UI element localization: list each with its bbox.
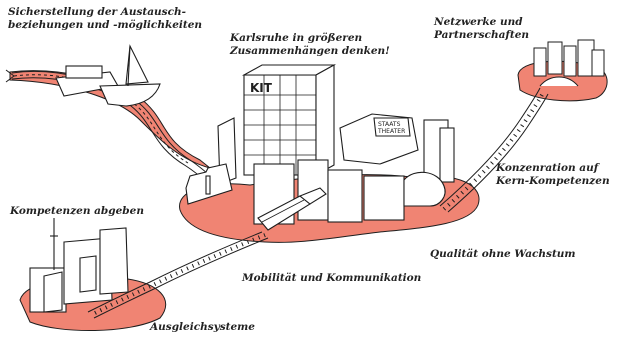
network-cluster bbox=[533, 39, 605, 87]
railway-left bbox=[87, 231, 269, 319]
label-austausch-line2: beziehungen und -möglichkeiten bbox=[8, 19, 203, 31]
train bbox=[257, 187, 327, 231]
label-austausch-line1: Sicherstellung der Austausch- bbox=[8, 6, 186, 18]
sailboat-hull bbox=[99, 83, 161, 107]
label-karlsruhe-line2: Zusammenhängen denken! bbox=[230, 45, 390, 57]
railway-right bbox=[439, 87, 549, 213]
label-konzentration-line2: Kern-Kompetenzen bbox=[496, 175, 610, 187]
label-netzwerke: Netzwerke und Partnerschaften bbox=[434, 16, 529, 42]
kit-sign: KIT bbox=[250, 81, 273, 95]
label-konzentration: Konzenration auf Kern-Kompetenzen bbox=[496, 162, 610, 188]
label-konzentration-line1: Konzenration auf bbox=[496, 162, 599, 174]
staatstheater-sign-line1: STAATS bbox=[378, 121, 401, 128]
compensation-city bbox=[29, 218, 129, 313]
central-city bbox=[185, 64, 455, 225]
label-karlsruhe: Karlsruhe in größeren Zusammenhängen den… bbox=[230, 32, 390, 58]
label-mobilitaet: Mobilität und Kommunikation bbox=[242, 272, 422, 284]
label-austausch: Sicherstellung der Austausch- beziehunge… bbox=[8, 6, 202, 32]
label-karlsruhe-line1: Karlsruhe in größeren bbox=[230, 32, 363, 44]
label-ausgleich: Ausgleichsysteme bbox=[150, 321, 255, 333]
boats bbox=[55, 44, 161, 107]
label-kompetenzen: Kompetenzen abgeben bbox=[10, 205, 144, 217]
label-qualitaet: Qualität ohne Wachstum bbox=[430, 248, 576, 260]
label-netzwerke-line1: Netzwerke und bbox=[434, 16, 523, 28]
label-netzwerke-line2: Partnerschaften bbox=[434, 29, 530, 41]
sailboat-sail bbox=[125, 44, 149, 85]
staatstheater-sign-line2: THEATER bbox=[377, 128, 405, 135]
